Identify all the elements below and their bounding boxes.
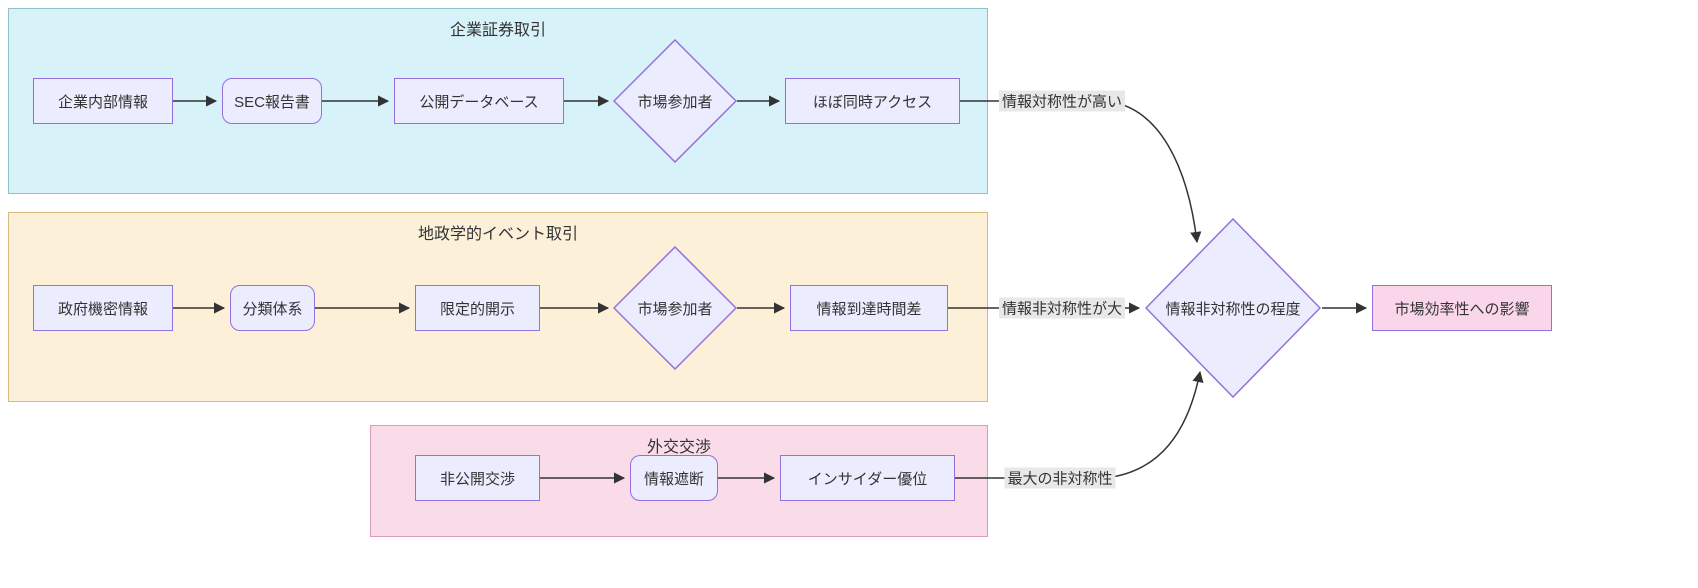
node-asymmetry-degree: 情報非対称性の程度	[1145, 218, 1321, 398]
node-market-participants-2: 市場参加者	[613, 246, 737, 370]
node-simultaneous-access-label: ほぼ同時アクセス	[812, 93, 933, 111]
node-market-participants-1-label: 市場参加者	[637, 93, 713, 111]
node-info-blackout: 情報遮断	[630, 455, 718, 501]
edge-label-max-asymmetry: 最大の非対称性	[1004, 467, 1116, 489]
node-gov-secret-info-label: 政府機密情報	[57, 300, 148, 318]
node-arrival-time-gap-label: 情報到達時間差	[816, 300, 922, 318]
node-internal-info: 企業内部情報	[33, 78, 173, 124]
node-private-negotiation: 非公開交渉	[415, 455, 540, 501]
node-info-blackout-label: 情報遮断	[643, 470, 704, 488]
node-insider-advantage-label: インサイダー優位	[807, 470, 928, 488]
node-insider-advantage: インサイダー優位	[780, 455, 955, 501]
node-private-negotiation-label: 非公開交渉	[439, 470, 515, 488]
node-sec-report-label: SEC報告書	[234, 93, 310, 111]
node-market-participants-2-label: 市場参加者	[637, 300, 713, 318]
node-public-database: 公開データベース	[394, 78, 564, 124]
node-internal-info-label: 企業内部情報	[57, 93, 148, 111]
node-market-efficiency-impact-label: 市場効率性への影響	[1394, 300, 1530, 318]
node-classification-system-label: 分類体系	[242, 300, 303, 318]
node-market-participants-1: 市場参加者	[613, 39, 737, 163]
node-arrival-time-gap: 情報到達時間差	[790, 285, 948, 331]
diamond-shape-icon	[613, 39, 737, 163]
diamond-shape-icon	[613, 246, 737, 370]
node-limited-disclosure-label: 限定的開示	[439, 300, 515, 318]
diamond-shape-icon	[1145, 218, 1321, 398]
node-classification-system: 分類体系	[230, 285, 315, 331]
node-public-database-label: 公開データベース	[419, 93, 539, 111]
node-market-efficiency-impact: 市場効率性への影響	[1372, 285, 1552, 331]
node-gov-secret-info: 政府機密情報	[33, 285, 173, 331]
group-title-corporate: 企業証券取引	[449, 22, 546, 39]
edge-label-high-symmetry: 情報対称性が高い	[998, 90, 1126, 112]
node-sec-report: SEC報告書	[222, 78, 322, 124]
node-limited-disclosure: 限定的開示	[415, 285, 540, 331]
edge-label-large-asymmetry: 情報非対称性が大	[998, 297, 1126, 319]
node-asymmetry-degree-label: 情報非対称性の程度	[1165, 300, 1301, 318]
group-title-diplomatic: 外交交渉	[646, 439, 711, 456]
node-simultaneous-access: ほぼ同時アクセス	[785, 78, 960, 124]
group-title-geopolitical: 地政学的イベント取引	[417, 226, 578, 243]
